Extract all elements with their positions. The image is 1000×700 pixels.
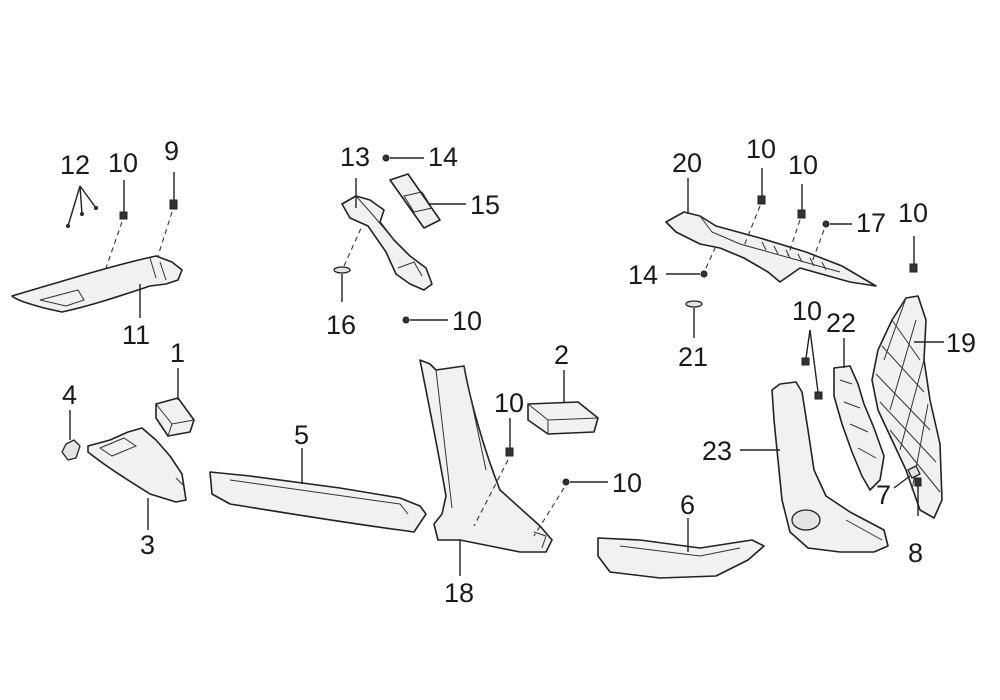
fastener-14-a	[382, 154, 424, 162]
part-19-mesh-panel	[871, 295, 943, 519]
callout-10: 10	[494, 388, 524, 418]
callout-21: 21	[678, 342, 708, 372]
fastener-10-c	[473, 418, 514, 527]
fastener-10-b	[402, 316, 448, 324]
callout-15: 15	[470, 190, 500, 220]
fastener-12	[66, 185, 98, 228]
callout-10: 10	[792, 296, 822, 326]
fastener-8	[914, 477, 922, 516]
callout-19: 19	[946, 328, 976, 358]
callout-9: 9	[164, 136, 179, 166]
fastener-10-e	[743, 168, 766, 247]
callout-20: 20	[672, 148, 702, 178]
part-2-block	[527, 401, 599, 435]
callout-13: 13	[340, 142, 370, 172]
callout-10: 10	[452, 306, 482, 336]
fastener-10-a	[105, 180, 128, 269]
part-13-upper-trim	[341, 195, 433, 291]
callout-5: 5	[294, 420, 309, 450]
fastener-10-d	[533, 478, 608, 537]
part-15-panel	[389, 173, 441, 229]
fastener-10-f	[787, 184, 806, 257]
part-23-quarter-lower-trim	[771, 381, 889, 553]
part-5-sill-trim	[209, 471, 427, 533]
part-1-block	[155, 397, 195, 437]
fastener-7	[893, 465, 921, 489]
callout-10: 10	[108, 148, 138, 178]
callout-7: 7	[876, 480, 891, 510]
callout-16: 16	[326, 310, 356, 340]
part-6-sill-trim	[597, 537, 765, 579]
callout-10: 10	[746, 134, 776, 164]
callout-11: 11	[122, 320, 150, 350]
part-11-a-pillar-trim	[11, 255, 183, 313]
callout-10: 10	[612, 468, 642, 498]
callout-labels: 12 10 9 11 1 4 3 5 13 14 15 16 10 2 10 1…	[60, 134, 976, 608]
callout-22: 22	[826, 308, 856, 338]
callout-14: 14	[428, 142, 458, 172]
part-22-strip	[833, 365, 885, 491]
callout-8: 8	[908, 538, 923, 568]
callout-3: 3	[140, 530, 155, 560]
fastener-14-b	[666, 245, 717, 278]
callout-1: 1	[170, 338, 185, 368]
part-16-grommet	[333, 225, 363, 302]
callout-2: 2	[554, 340, 569, 370]
callout-6: 6	[680, 490, 695, 520]
fastener-10-h	[801, 329, 823, 400]
part-3-lower-trim	[87, 427, 187, 503]
part-4-clip	[61, 410, 81, 461]
callout-18: 18	[444, 578, 474, 608]
part-20-rear-upper-trim	[665, 211, 877, 287]
callout-10: 10	[898, 198, 928, 228]
part-18-b-pillar-trim	[419, 359, 553, 553]
callout-17: 17	[856, 208, 886, 238]
callout-4: 4	[62, 380, 77, 410]
callout-23: 23	[702, 436, 732, 466]
fastener-10-g	[909, 236, 918, 273]
fastener-17	[811, 220, 852, 263]
fastener-9	[157, 172, 178, 257]
callout-12: 12	[60, 150, 90, 180]
callout-10: 10	[788, 150, 818, 180]
callout-14: 14	[628, 260, 658, 290]
part-21-grommet	[685, 300, 703, 338]
